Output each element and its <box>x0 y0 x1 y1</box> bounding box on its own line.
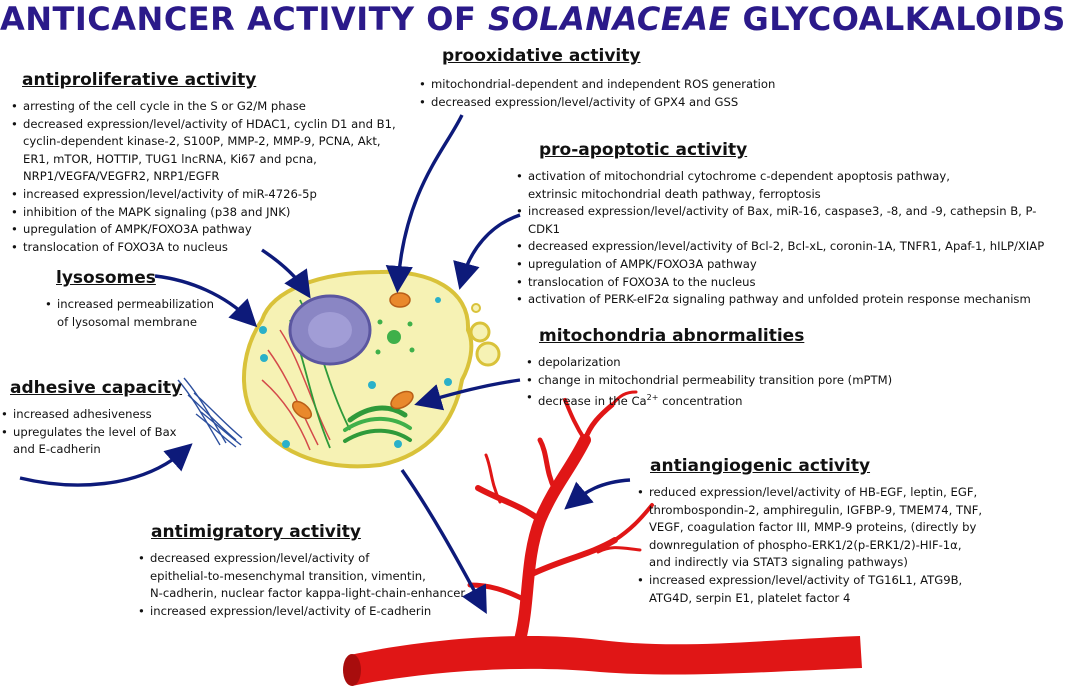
list-item: upregulation of AMPK/FOXO3A pathway <box>515 256 1060 274</box>
adhesive-block: adhesive capacity increased adhesiveness… <box>0 378 200 459</box>
list-item: activation of PERK-eIF2α signaling pathw… <box>515 291 1060 309</box>
list-item: increased expression/level/activity of m… <box>10 186 400 204</box>
list-item: decreased expression/level/activity of B… <box>515 238 1060 256</box>
arrow-proapoptotic <box>453 213 521 290</box>
list-item: reduced expression/level/activity of HB-… <box>636 484 1056 572</box>
list-item: depolarization <box>525 354 945 372</box>
list-item: translocation of FOXO3A to the nucleus <box>515 274 1060 292</box>
antimigratory-heading: antimigratory activity <box>151 522 361 542</box>
list-item: increased expression/level/activity of E… <box>137 603 477 621</box>
list-item: decreased expression/level/activity of G… <box>418 94 818 112</box>
cell-illustration <box>242 269 501 469</box>
prooxidative-list: mitochondrial-dependent and independent … <box>418 76 818 111</box>
calcium-superscript: 2+ <box>646 393 659 403</box>
lysosomes-heading: lysosomes <box>56 268 156 288</box>
antimigratory-list: decreased expression/level/activity of e… <box>137 550 477 620</box>
list-item: upregulation of AMPK/FOXO3A pathway <box>10 221 400 239</box>
calcium-prefix: decrease in the Ca <box>538 394 647 409</box>
list-item: increased expression/level/activity of T… <box>636 572 1056 607</box>
antiproliferative-list: arresting of the cell cycle in the S or … <box>10 98 400 256</box>
adhesion-fibers-illustration <box>177 377 243 448</box>
calcium-suffix: concentration <box>658 394 743 409</box>
title-part2: SOLANACEAE <box>487 0 731 38</box>
list-item: inhibition of the MAPK signaling (p38 an… <box>10 204 400 222</box>
list-item: increased adhesiveness <box>0 406 200 424</box>
list-item: decrease in the Ca2+ concentration <box>525 389 945 410</box>
page-title: ANTICANCER ACTIVITY OF SOLANACEAE GLYCOA… <box>0 0 1065 38</box>
arrow-mitochondria <box>414 378 521 411</box>
antimigratory-block: antimigratory activity decreased express… <box>137 522 477 620</box>
prooxidative-heading: prooxidative activity <box>442 46 641 66</box>
title-part1: ANTICANCER ACTIVITY OF <box>0 0 488 38</box>
list-item: arresting of the cell cycle in the S or … <box>10 98 400 116</box>
list-item: mitochondrial-dependent and independent … <box>418 76 818 94</box>
proapoptotic-block: pro-apoptotic activity activation of mit… <box>515 140 1060 309</box>
antiproliferative-heading: antiproliferative activity <box>22 70 257 90</box>
list-item: decreased expression/level/activity of H… <box>10 116 400 186</box>
list-item: increased expression/level/activity of B… <box>515 203 1060 238</box>
antiangiogenic-heading: antiangiogenic activity <box>650 456 871 476</box>
mitochondria-block: mitochondria abnormalities depolarizatio… <box>525 326 945 411</box>
arrow-prooxidative <box>385 114 464 294</box>
arrow-adhesive <box>19 443 193 487</box>
mitochondria-heading: mitochondria abnormalities <box>539 326 805 346</box>
antiangiogenic-list: reduced expression/level/activity of HB-… <box>636 484 1056 607</box>
antiproliferative-block: antiproliferative activity arresting of … <box>10 70 400 256</box>
lysosomes-list: increased permeabilization of lysosomal … <box>44 296 254 331</box>
adhesive-heading: adhesive capacity <box>10 378 183 398</box>
title-part3: GLYCOALKALOIDS <box>730 0 1065 38</box>
lysosomes-block: lysosomes increased permeabilization of … <box>44 268 254 331</box>
proapoptotic-list: activation of mitochondrial cytochrome c… <box>515 168 1060 309</box>
list-item: activation of mitochondrial cytochrome c… <box>515 168 1060 203</box>
arrow-antiangiogenic <box>564 478 631 510</box>
proapoptotic-heading: pro-apoptotic activity <box>539 140 748 160</box>
list-item: translocation of FOXO3A to nucleus <box>10 239 400 257</box>
prooxidative-block: prooxidative activity mitochondrial-depe… <box>418 46 818 111</box>
adhesive-list: increased adhesiveness upregulates the l… <box>0 406 200 459</box>
list-item: upregulates the level of Bax and E-cadhe… <box>0 424 200 459</box>
mitochondria-list: depolarization change in mitochondrial p… <box>525 354 945 411</box>
list-item: decreased expression/level/activity of e… <box>137 550 477 603</box>
list-item: change in mitochondrial permeability tra… <box>525 372 945 390</box>
list-item: increased permeabilization of lysosomal … <box>44 296 254 331</box>
antiangiogenic-block: antiangiogenic activity reduced expressi… <box>636 456 1056 607</box>
